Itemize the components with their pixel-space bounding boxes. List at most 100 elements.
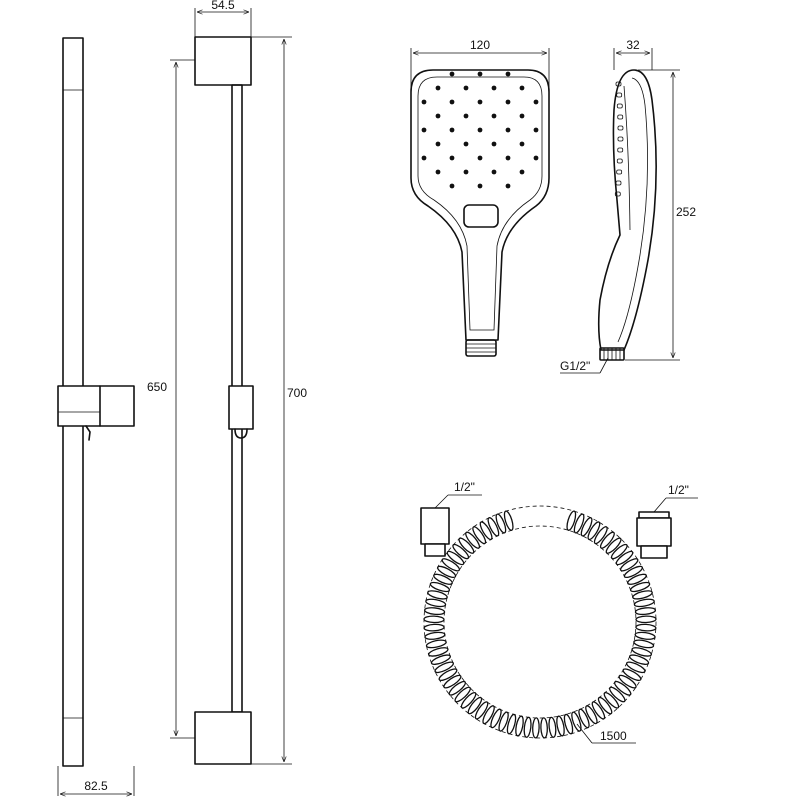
hose-coil (578, 708, 590, 729)
hose-nut-right-top (638, 511, 670, 519)
handshower-side-view: 32 252 G1/2" (560, 38, 704, 374)
hose-coil (566, 510, 577, 531)
hose-coil (540, 717, 548, 739)
slider-knob (234, 428, 248, 439)
side-nozzles (614, 81, 624, 197)
nozzle (491, 169, 497, 175)
nozzle (463, 141, 469, 147)
dim-base-width: 82.5 (84, 779, 108, 793)
hose-coil (503, 510, 514, 531)
hose-coil (424, 631, 446, 640)
hose-coil (548, 716, 557, 738)
hose-coil (423, 607, 446, 616)
nozzle (421, 99, 427, 105)
side-profile-outline (597, 69, 657, 351)
hose-coil (573, 513, 585, 534)
hose-coil (495, 513, 507, 534)
hose-guide (443, 525, 637, 719)
nozzle (491, 85, 497, 91)
dim-rail-length: 650 (147, 380, 167, 394)
nozzle (519, 113, 525, 119)
label-connector-thread: G1/2" (560, 359, 590, 373)
nozzle (463, 113, 469, 119)
side-nozzle (615, 180, 622, 186)
hose-coil (423, 623, 445, 632)
side-nozzle (617, 147, 624, 153)
hose-coil (523, 716, 532, 738)
hose-coil (631, 647, 652, 657)
side-nozzle (617, 136, 624, 142)
hose-nut-right (636, 517, 672, 547)
nozzle (449, 183, 455, 189)
lever-handle (85, 425, 91, 441)
nozzle (463, 169, 469, 175)
hose-coil (429, 581, 451, 593)
rail-front-view: 82.5 (57, 37, 135, 796)
nozzle (435, 113, 441, 119)
hose-coil (446, 550, 465, 566)
handshower-front-view: 120 (410, 38, 550, 357)
hose-coil (498, 711, 509, 732)
hose-nut-left (420, 507, 450, 545)
nozzle (533, 99, 539, 105)
nozzle (449, 71, 455, 77)
hose-coil (423, 615, 445, 624)
hose-coil (433, 573, 453, 585)
nozzle (519, 141, 525, 147)
mode-button (463, 204, 499, 228)
nozzle (477, 99, 483, 105)
side-nozzle (614, 191, 621, 197)
side-nozzle (616, 169, 623, 175)
nozzle (477, 127, 483, 133)
side-nozzle (617, 125, 624, 131)
hose-guide (423, 505, 657, 739)
side-nozzle (616, 103, 623, 109)
label-hose-end-left: 1/2" (454, 480, 475, 494)
top-bracket (194, 36, 252, 86)
nozzle (449, 155, 455, 161)
hose-coil (634, 631, 656, 640)
nozzle (477, 155, 483, 161)
nozzle (463, 85, 469, 91)
hose-coils (423, 505, 657, 739)
nozzle (505, 127, 511, 133)
nozzle (519, 85, 525, 91)
nozzle (491, 113, 497, 119)
hose-coil (532, 717, 540, 739)
hose-coil (635, 623, 657, 632)
dim-total-height: 700 (287, 386, 307, 400)
hose-coil (556, 715, 565, 737)
nozzle (449, 99, 455, 105)
hose-coil (448, 680, 467, 696)
nozzle (533, 155, 539, 161)
nozzle (505, 183, 511, 189)
side-nozzle (615, 81, 622, 87)
spray-nozzles (421, 71, 539, 189)
dim-head-depth: 32 (626, 38, 640, 52)
dim-head-width: 120 (470, 38, 490, 52)
side-nozzle (616, 158, 623, 164)
nozzle (491, 141, 497, 147)
nozzle (421, 127, 427, 133)
nozzle (505, 155, 511, 161)
slider-holder-side (228, 385, 254, 430)
dim-bracket-width: 54.5 (211, 0, 235, 12)
nozzle (435, 141, 441, 147)
side-nozzle (617, 114, 624, 120)
shower-hose: 1/2" 1/2" 1500 (420, 480, 698, 744)
hose-sleeve-right (640, 545, 668, 559)
hose-coil (635, 615, 657, 624)
nozzle (449, 127, 455, 133)
handshower-outline (410, 69, 550, 341)
hose-sleeve-left (424, 543, 446, 557)
nozzle (477, 183, 483, 189)
hose-coil (434, 661, 454, 674)
hose-coil (587, 521, 601, 541)
rail-side-view: 54.5 650 700 (145, 0, 313, 765)
nozzle (505, 71, 511, 77)
nozzle (435, 85, 441, 91)
hose-coil (634, 607, 657, 616)
nozzle (505, 99, 511, 105)
label-hose-end-right: 1/2" (668, 483, 689, 497)
